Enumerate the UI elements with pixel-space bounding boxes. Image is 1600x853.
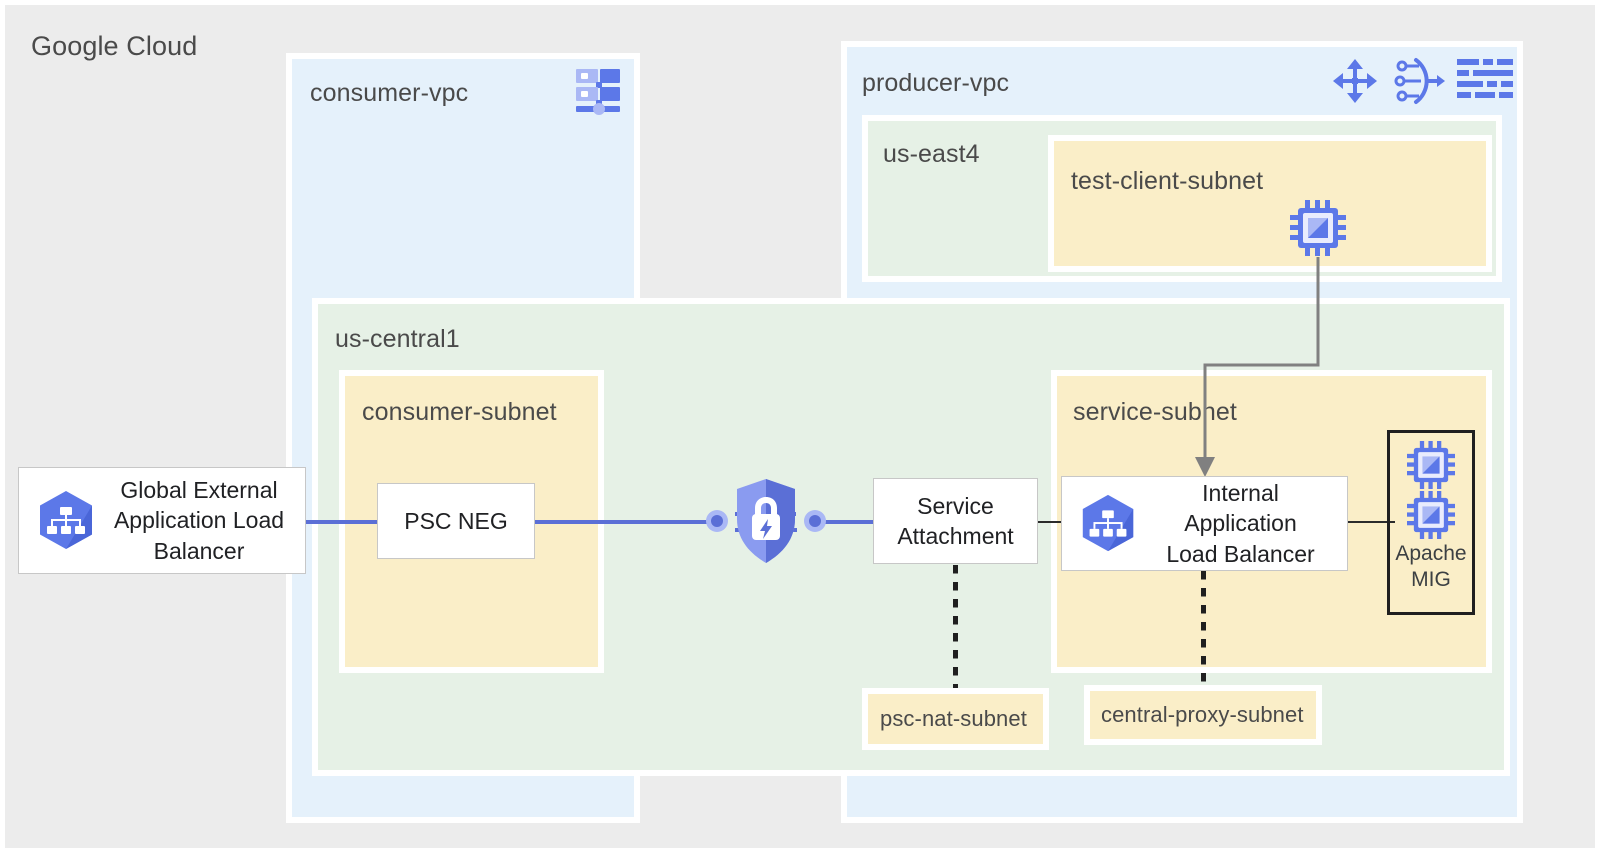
page-title: Google Cloud <box>31 31 198 61</box>
node-global-external-load-balancer[interactable]: Global External Application Load Balance… <box>18 467 306 574</box>
node-internal-load-balancer-label: Internal Application Load Balancer <box>1166 479 1315 567</box>
zone-psc-nat-subnet <box>862 688 1049 750</box>
vm-instance-icon <box>1407 441 1455 489</box>
zone-central-proxy-subnet <box>1084 685 1322 745</box>
vpc-network-icon <box>576 69 620 115</box>
edge-psc-to-service-attachment <box>810 520 885 524</box>
cloud-router-icon <box>1333 59 1377 103</box>
subnet-grid-icon <box>1457 59 1513 98</box>
node-psc-neg[interactable]: PSC NEG <box>377 483 535 559</box>
vm-instance-icon <box>1407 491 1455 539</box>
load-balancer-funnel-icon <box>1394 58 1445 104</box>
zone-producer-vpc-label: producer-vpc <box>862 69 1010 97</box>
node-service-attachment[interactable]: Service Attachment <box>873 478 1038 564</box>
dotted-service-attachment-to-nat-subnet <box>953 565 958 688</box>
zone-consumer-subnet-label: consumer-subnet <box>362 398 557 426</box>
edge-service-attachment-to-ilb <box>1030 521 1075 523</box>
private-service-connect-shield-icon <box>706 479 826 563</box>
edge-pscneg-to-psc <box>535 520 720 524</box>
load-balancer-hexagon-icon <box>40 490 92 549</box>
zone-us-central1-label: us-central1 <box>335 325 460 353</box>
zone-central-proxy-subnet-label: central-proxy-subnet <box>1101 702 1304 727</box>
edge-ilb-to-mig <box>1340 521 1395 523</box>
dotted-ilb-to-proxy-subnet <box>1201 571 1206 685</box>
zone-test-client-subnet-label: test-client-subnet <box>1071 167 1264 195</box>
vm-instance-icon <box>1290 200 1346 256</box>
load-balancer-hexagon-icon <box>1082 494 1134 551</box>
zone-psc-nat-subnet-label: psc-nat-subnet <box>880 706 1027 731</box>
node-service-attachment-label: Service Attachment <box>897 492 1014 549</box>
node-apache-mig[interactable]: Apache MIG <box>1387 430 1475 615</box>
node-internal-load-balancer[interactable]: Internal Application Load Balancer <box>1061 476 1348 571</box>
zone-service-subnet-label: service-subnet <box>1073 398 1237 426</box>
zone-test-client-subnet <box>1048 135 1492 272</box>
zone-us-east4-label: us-east4 <box>883 140 980 168</box>
node-global-external-load-balancer-label: Global External Application Load Balance… <box>113 476 285 564</box>
zone-consumer-vpc-label: consumer-vpc <box>310 79 469 107</box>
node-psc-neg-label: PSC NEG <box>404 507 508 534</box>
node-apache-mig-label: Apache MIG <box>1395 542 1467 591</box>
edge-globallb-to-pscneg <box>301 520 391 524</box>
